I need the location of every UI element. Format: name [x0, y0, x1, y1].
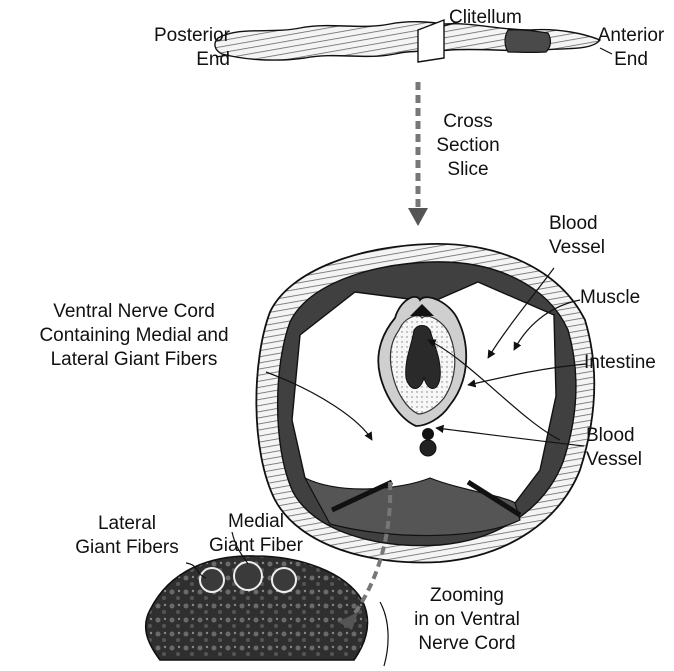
ventral-blood-vessel: [422, 428, 434, 440]
ventral-nerve-cord: [420, 440, 436, 456]
medial-giant-fiber: [234, 562, 262, 590]
zoom-bracket: [380, 602, 388, 666]
lateral-giant-fiber-left: [200, 568, 224, 592]
earthworm-body: [215, 20, 600, 62]
label-clitellum: Clitellum: [449, 6, 522, 30]
label-intestine: Intestine: [584, 351, 656, 375]
nerve-cord-zoom: [146, 556, 368, 660]
lateral-giant-fiber-right: [272, 568, 296, 592]
label-muscle: Muscle: [580, 286, 640, 310]
slice-arrowhead: [408, 208, 428, 226]
clitellum-band: [505, 30, 550, 53]
